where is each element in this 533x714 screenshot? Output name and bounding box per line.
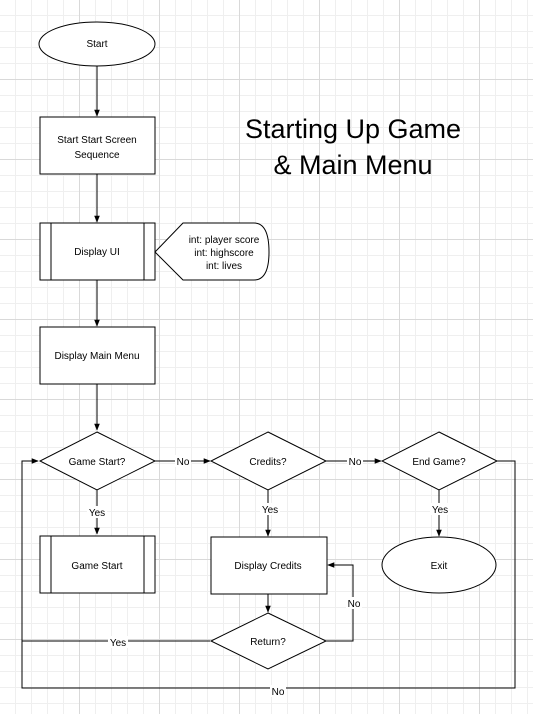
- node-credits-decision-label: Credits?: [249, 457, 287, 468]
- node-display-main-menu-label: Display Main Menu: [54, 351, 139, 362]
- node-exit: Exit: [381, 536, 497, 594]
- node-return-decision: Return?: [209, 612, 328, 670]
- title-line-1: Starting Up Game: [245, 114, 461, 144]
- diagram-title: Starting Up Game & Main Menu: [245, 114, 461, 180]
- node-display-main-menu: Display Main Menu: [39, 326, 156, 385]
- node-start: Start: [38, 21, 156, 67]
- node-end-game-decision: End Game?: [380, 431, 499, 491]
- nodes: Start Start Start Screen Sequence Displa…: [38, 21, 499, 670]
- variables-note-line-3: int: lives: [206, 261, 242, 272]
- node-display-ui-label: Display UI: [74, 247, 120, 258]
- variables-note-line-2: int: highscore: [194, 248, 254, 259]
- variables-note-line-1: int: player score: [189, 235, 260, 246]
- node-end-game-decision-label: End Game?: [412, 457, 466, 468]
- node-game-start-label: Game Start: [71, 561, 122, 572]
- node-display-credits: Display Credits: [210, 536, 328, 595]
- edge-label-game-start-no: No: [177, 457, 190, 468]
- edge-label-credits-yes: Yes: [262, 505, 278, 516]
- node-display-ui: Display UI: [39, 222, 156, 281]
- node-game-start-decision: Game Start?: [38, 431, 157, 491]
- edge-label-end-game-no: No: [272, 687, 285, 698]
- node-game-start-decision-label: Game Start?: [69, 457, 126, 468]
- edge-label-end-game-yes: Yes: [432, 505, 448, 516]
- node-start-screen-sequence: Start Start Screen Sequence: [39, 116, 156, 175]
- node-variables-note: int: player score int: highscore int: li…: [154, 222, 270, 281]
- node-game-start: Game Start: [39, 535, 156, 594]
- edge-label-return-no: No: [348, 599, 361, 610]
- title-line-2: & Main Menu: [273, 150, 432, 180]
- node-start-screen-label-line-1: Start Start Screen: [57, 135, 136, 146]
- edge-label-credits-no: No: [349, 457, 362, 468]
- edge-label-return-yes: Yes: [110, 638, 126, 649]
- edge-label-game-start-yes: Yes: [89, 508, 105, 519]
- node-start-screen-label-line-2: Sequence: [74, 150, 119, 161]
- edge-labels: No No Yes Yes Yes No Yes No: [87, 455, 450, 698]
- node-exit-label: Exit: [431, 561, 448, 572]
- node-return-decision-label: Return?: [250, 637, 286, 648]
- node-start-label: Start: [86, 39, 107, 50]
- edge-end-game-no: [21, 460, 516, 689]
- node-display-credits-label: Display Credits: [234, 561, 301, 572]
- node-credits-decision: Credits?: [209, 431, 328, 491]
